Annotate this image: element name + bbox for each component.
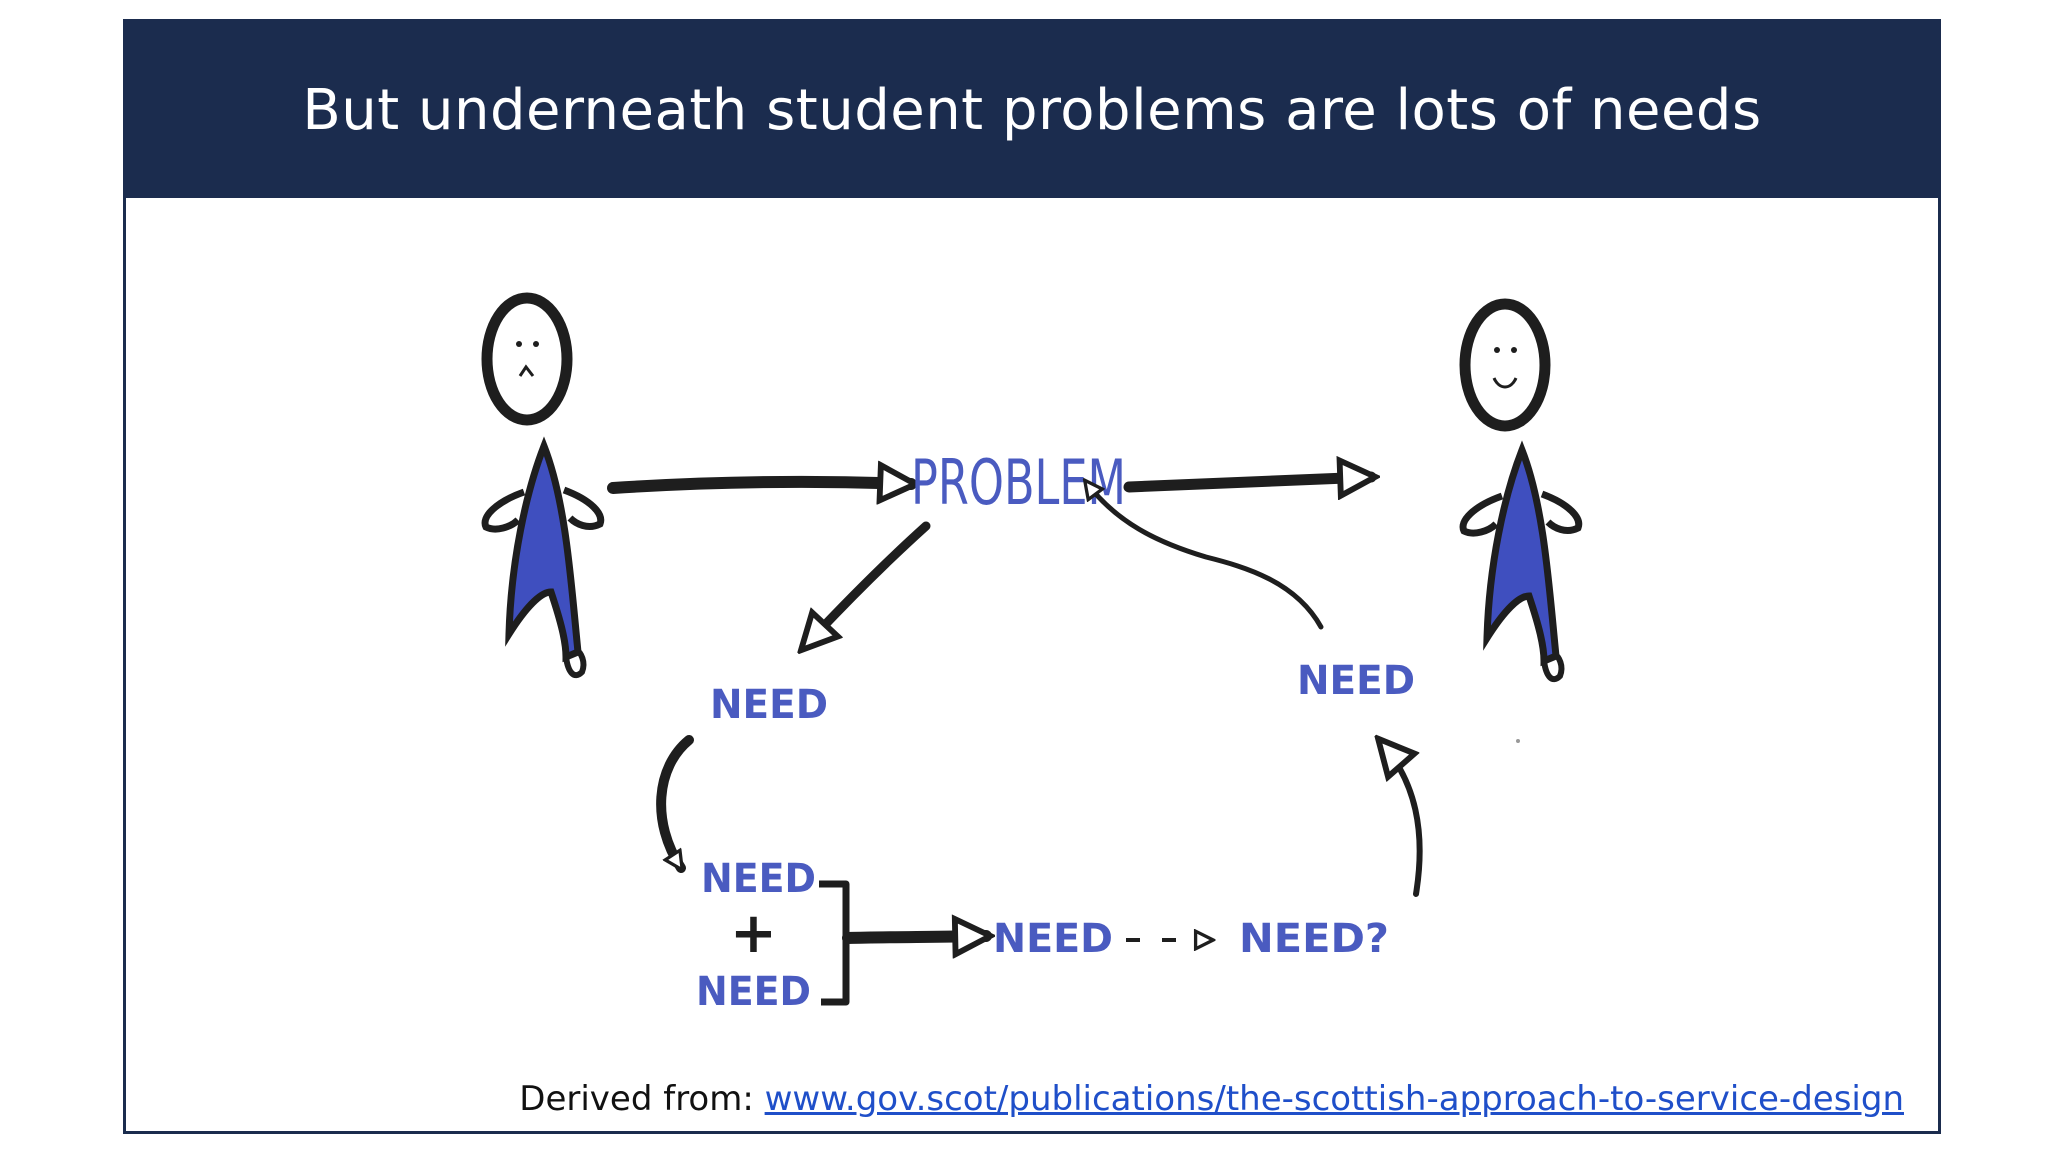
stray-dot xyxy=(1516,739,1520,743)
need-label-3: NEED xyxy=(696,969,811,1015)
source-link[interactable]: www.gov.scot/publications/the-scottish-a… xyxy=(764,1079,1904,1119)
arrow-up-to-need xyxy=(1381,742,1423,897)
sad-person-icon xyxy=(481,292,605,679)
problem-label: PROBLEM xyxy=(911,446,1126,519)
slide-title: But underneath student problems are lots… xyxy=(302,77,1762,143)
arrow-to-problem xyxy=(607,482,911,488)
arrow-to-happy-person xyxy=(1123,477,1371,487)
arrow-bracket-to-need xyxy=(842,936,986,938)
slide: But underneath student problems are lots… xyxy=(123,19,1941,1134)
source-prefix: Derived from: xyxy=(519,1079,754,1119)
plus-sign: + xyxy=(730,901,777,966)
happy-person-icon xyxy=(1459,298,1583,683)
need-label-5: NEED xyxy=(1297,658,1415,704)
need-label-2: NEED xyxy=(701,856,816,902)
arrow-need-down xyxy=(656,735,694,873)
need-label-4: NEED xyxy=(993,916,1113,962)
arrow-need-to-problem xyxy=(1086,482,1324,630)
service-design-diagram: PROBLEM NEED NEED + NEED NEED NEED? NEED xyxy=(481,292,1583,1015)
arrow-problem-to-need xyxy=(804,521,931,647)
need-question-label: NEED? xyxy=(1239,916,1389,962)
title-bar: But underneath student problems are lots… xyxy=(126,22,1938,198)
need-label-1: NEED xyxy=(710,682,828,728)
grouping-bracket xyxy=(819,880,850,1006)
source-citation: Derived from: www.gov.scot/publications/… xyxy=(519,1079,1904,1119)
